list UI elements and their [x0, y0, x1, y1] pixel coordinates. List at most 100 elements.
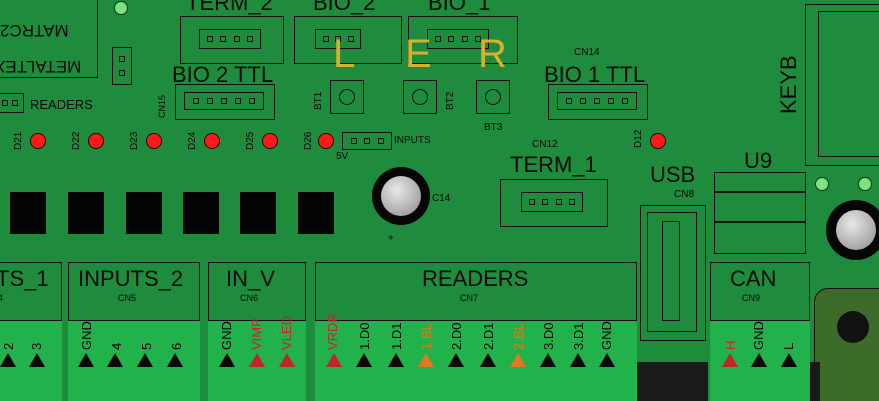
bt1-button[interactable] — [330, 80, 364, 114]
inputs2-pin-6: 6 — [169, 342, 184, 350]
term1-connector[interactable] — [500, 179, 608, 227]
readers-pin-gnd: GND — [599, 321, 614, 350]
bt3-button[interactable] — [476, 80, 510, 114]
battery-holder — [814, 288, 879, 401]
cn8-label: CN8 — [674, 189, 695, 200]
relay-block-5 — [240, 192, 276, 234]
can-pin-gnd: GND — [751, 321, 766, 350]
led-d22 — [88, 133, 104, 149]
pcb-edge-right — [810, 362, 820, 401]
led-d21 — [30, 133, 46, 149]
inv-arrow-2 — [249, 353, 265, 367]
readers-arrow-7 — [510, 353, 526, 367]
can-pin-l: L — [781, 342, 796, 350]
readers-arrow-10 — [599, 353, 615, 367]
readers-pin-vrdr: VRDR — [325, 313, 340, 350]
capacitor-c14 — [372, 167, 430, 225]
usb-label: USB — [650, 162, 696, 187]
relay-block-4 — [183, 192, 219, 234]
ler-letter-r: R — [478, 32, 507, 76]
usb-connector[interactable] — [640, 205, 706, 341]
d23-label: D23 — [129, 131, 140, 150]
inputs2-arrow-4 — [167, 353, 183, 367]
jumper-header — [112, 47, 132, 85]
readers-arrow-2 — [356, 353, 372, 367]
bt2-button[interactable] — [403, 80, 437, 114]
inv-pin-gnd: GND — [219, 321, 234, 350]
inputs2-pin-5: 5 — [139, 342, 154, 350]
led-d12 — [650, 133, 666, 149]
metaltex-label: METALTEX — [0, 57, 82, 76]
can-pin-h: H — [723, 340, 738, 350]
relay-block-6 — [298, 192, 334, 234]
readers-cn: CN7 — [460, 293, 479, 303]
inputs1-cn: 4 — [0, 293, 4, 303]
status-led-green — [114, 1, 128, 15]
inputs2-arrow-1 — [78, 353, 94, 367]
bio1-connector[interactable] — [408, 16, 518, 64]
bio1ttl-connector[interactable] — [548, 84, 648, 120]
relay-block-2 — [68, 192, 104, 234]
can-title: CAN — [730, 266, 777, 291]
ler-letter-l: L — [333, 32, 356, 76]
led-d25 — [262, 133, 278, 149]
term2-label: TERM_2 — [186, 0, 273, 15]
keyb-connector[interactable] — [805, 4, 879, 166]
cn14-label: CN14 — [574, 47, 600, 58]
readers-title: READERS — [422, 266, 529, 291]
bio2-label: BIO_2 — [313, 0, 376, 15]
bio1ttl-label: BIO 1 TTL — [544, 62, 646, 87]
readers-pin-2d1: 2.D1 — [481, 322, 496, 350]
readers-pin-1d1: 1.D1 — [389, 322, 404, 350]
relay-block-3 — [126, 192, 162, 234]
can-arrow-1 — [722, 353, 738, 367]
inputs-header[interactable] — [342, 132, 392, 150]
term1-label: TERM_1 — [510, 152, 597, 177]
5v-label: 5V — [336, 151, 349, 162]
led-d23 — [146, 133, 162, 149]
bio2ttl-connector[interactable] — [175, 84, 275, 120]
d22-label: D22 — [71, 131, 82, 150]
inputs-header-label: INPUTS — [394, 135, 431, 146]
readers-small-header — [0, 93, 24, 113]
readers-arrow-6 — [480, 353, 496, 367]
readers-pin-2bl: 2.BL — [511, 323, 526, 350]
readers-pin-1d0: 1.D0 — [357, 322, 372, 350]
bt2-label: BT2 — [445, 91, 456, 110]
inv-arrow-3 — [279, 353, 295, 367]
inputs2-cn: CN5 — [118, 293, 137, 303]
inputs1-pin-2: 2 — [1, 342, 16, 350]
led-d26 — [318, 133, 334, 149]
buzzer — [826, 200, 879, 260]
d24-label: D24 — [187, 131, 198, 150]
inv-pin-vled: VLED — [279, 316, 294, 350]
inputs2-arrow-2 — [107, 353, 123, 367]
bt1-label: BT1 — [313, 91, 324, 110]
readers-arrow-5 — [448, 353, 464, 367]
u9-label: U9 — [744, 148, 773, 173]
d25-label: D25 — [245, 131, 256, 150]
cn15-label: CN15 — [157, 94, 167, 118]
inputs1-arrow-1 — [0, 353, 16, 367]
d21-label: D21 — [13, 131, 24, 150]
inputs2-pin-gnd: GND — [79, 321, 94, 350]
cn12-label: CN12 — [532, 139, 558, 150]
inputs1-pin-3: 3 — [29, 342, 44, 350]
c14-plus: + — [388, 233, 394, 244]
metaltex-block — [0, 0, 98, 78]
inputs1-arrow-2 — [29, 353, 45, 367]
inputs2-arrow-3 — [137, 353, 153, 367]
readers-small-label: READERS — [30, 97, 93, 112]
term2-connector[interactable] — [180, 16, 284, 64]
readers-arrow-1 — [326, 353, 342, 367]
readers-arrow-3 — [388, 353, 404, 367]
relay-block-1 — [10, 192, 46, 234]
readers-pin-2d0: 2.D0 — [449, 322, 464, 350]
readers-pin-1bl: 1.BL — [419, 323, 434, 350]
bio2-connector[interactable] — [294, 16, 402, 64]
inv-title: IN_V — [226, 266, 275, 291]
inputs2-pin-4: 4 — [109, 342, 124, 350]
u9-chip — [714, 172, 806, 254]
bt3-label: BT3 — [484, 122, 503, 133]
